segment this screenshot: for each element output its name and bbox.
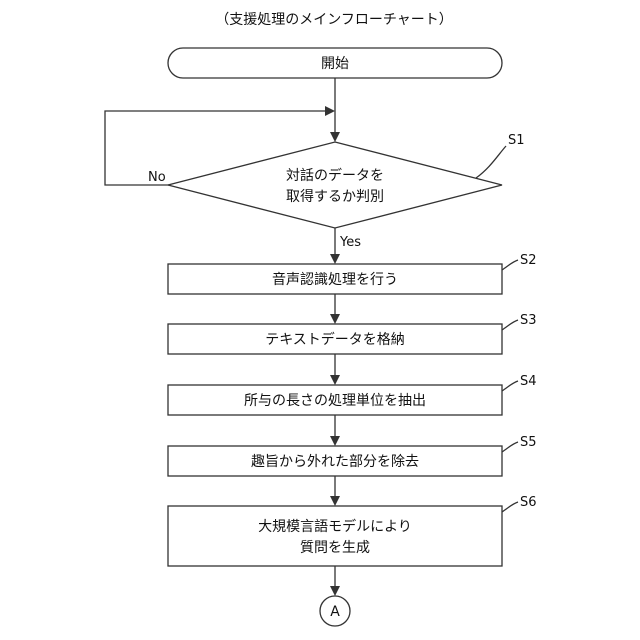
decision-text-line-2: 取得するか判別 bbox=[286, 188, 384, 205]
step-tag-leader-s2 bbox=[502, 260, 518, 270]
step-tag-s5: S5 bbox=[520, 435, 537, 450]
process-text-s2: 音声認識処理を行う bbox=[272, 271, 398, 288]
step-tag-leader-s1 bbox=[476, 146, 506, 178]
step-tag-leader-s3 bbox=[502, 320, 518, 330]
arrow-head-loop bbox=[325, 106, 335, 116]
step-tag-leader-s6 bbox=[502, 502, 518, 512]
start-label: 開始 bbox=[321, 56, 349, 72]
process-text-s4: 所与の長さの処理単位を抽出 bbox=[244, 393, 426, 409]
process-text-s3: テキストデータを格納 bbox=[265, 331, 405, 348]
step-tag-s4: S4 bbox=[520, 374, 537, 389]
connector-label-a: A bbox=[330, 604, 340, 620]
arrow-head-s6-to-connector bbox=[330, 586, 340, 596]
decision-diamond bbox=[168, 142, 502, 228]
process-text-s6-line-1: 大規模言語モデルにより bbox=[258, 518, 412, 535]
diagram-title: （支援処理のメインフローチャート） bbox=[215, 12, 452, 28]
step-tag-s6: S6 bbox=[520, 495, 537, 510]
process-text-s6-line-2: 質問を生成 bbox=[300, 540, 370, 556]
decision-text-line-1: 対話のデータを bbox=[286, 167, 384, 184]
arrow-head-s3-to-s4 bbox=[330, 375, 340, 385]
arrow-head-decision-to-s2 bbox=[330, 254, 340, 264]
step-tag-s1: S1 bbox=[508, 133, 525, 148]
step-tag-s2: S2 bbox=[520, 253, 537, 268]
process-box-s6 bbox=[168, 506, 502, 566]
arrow-head-s4-to-s5 bbox=[330, 436, 340, 446]
yes-label: Yes bbox=[339, 235, 361, 250]
step-tag-leader-s5 bbox=[502, 442, 518, 452]
arrow-head-s2-to-s3 bbox=[330, 314, 340, 324]
no-label: No bbox=[148, 170, 166, 185]
step-tag-leader-s4 bbox=[502, 381, 518, 391]
arrow-head-start-to-decision bbox=[330, 132, 340, 142]
process-text-s5: 趣旨から外れた部分を除去 bbox=[251, 454, 419, 470]
arrow-head-s5-to-s6 bbox=[330, 496, 340, 506]
step-tag-s3: S3 bbox=[520, 313, 537, 328]
